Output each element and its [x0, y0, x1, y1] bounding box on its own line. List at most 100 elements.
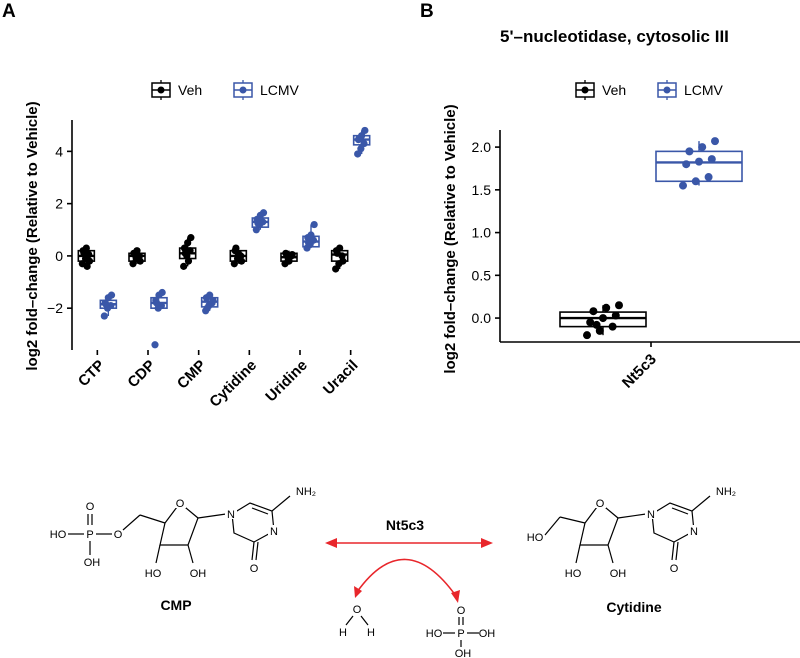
side-arrow-head-phosphate	[451, 590, 460, 603]
panel-a-lcmv-point	[360, 139, 368, 148]
side-arrow-curve	[356, 558, 457, 597]
cytidine-ribose-oh: OH	[610, 568, 627, 580]
panel-a-lcmv-point	[209, 296, 217, 304]
panel-a-lcmv-point	[361, 126, 369, 135]
panel-a-lcmv-point	[107, 291, 116, 299]
panel-b-lcmv-point	[704, 173, 713, 182]
panel-a-veh-point	[332, 265, 340, 273]
reaction-arrows: Nt5c3	[325, 517, 493, 603]
cmp-ring-oxygen: O	[176, 498, 185, 510]
enzyme-label: Nt5c3	[386, 517, 424, 533]
legend-label-veh: Veh	[178, 82, 202, 98]
panel-a-lcmv-point	[153, 299, 161, 307]
panel-a-y-tick-label: −2	[47, 300, 63, 316]
panel-a-y-tick-label: 4	[55, 143, 63, 159]
cmp-structure: O P HO O OH O HO OH N N	[50, 486, 316, 613]
cmp-phosphate-oh: OH	[84, 557, 101, 569]
legend-label-lcmv: LCMV	[684, 82, 724, 98]
panel-b-veh-point	[592, 320, 601, 329]
arrow-head-right	[481, 538, 493, 548]
panel-a-lcmv-point	[254, 219, 262, 227]
cytidine-name: Cytidine	[606, 599, 661, 615]
panel-a-veh-point	[288, 251, 296, 259]
legend-label-lcmv: LCMV	[260, 82, 300, 98]
panel-a-x-tick-label: Cytidine	[206, 357, 260, 411]
panel-a-lcmv-point	[158, 288, 166, 297]
legend-dot-lcmv	[239, 86, 247, 94]
water-h-left: H	[339, 627, 347, 639]
side-arrow-head-water	[354, 586, 362, 598]
panel-b-veh-point	[602, 303, 611, 312]
cmp-phosphate-oxygen-top: O	[86, 501, 95, 513]
panel-a-veh-point	[339, 257, 347, 265]
legend-item-veh: Veh	[151, 80, 202, 100]
panel-a-lcmv-point	[355, 134, 363, 142]
legend-dot-veh	[581, 86, 589, 94]
cmp-name: CMP	[160, 597, 191, 613]
reaction-scheme: O P HO O OH O HO OH N N	[50, 486, 736, 658]
legend-item-veh: Veh	[575, 80, 626, 100]
panel-a-x-tick-label: CTP	[75, 357, 108, 390]
panel-b-box-veh-box	[559, 311, 647, 328]
panel-a-lcmv-point	[100, 312, 108, 320]
panel-a-lcmv-point	[151, 341, 159, 349]
panel-b-lcmv-point	[711, 137, 719, 146]
legend-label-veh: Veh	[602, 82, 626, 98]
arrow-head-left	[325, 538, 337, 548]
legend-dot-veh	[157, 86, 165, 94]
cmp-n1: N	[227, 509, 235, 521]
panel-a-lcmv-point	[259, 209, 268, 217]
cmp-n3: N	[270, 526, 278, 538]
cytidine-ring-oxygen: O	[596, 498, 605, 510]
phosphate-phosphorus: P	[457, 628, 464, 640]
panel-a-legend: Veh LCMV	[151, 80, 300, 100]
phosphate-ho: HO	[426, 628, 443, 640]
cytidine-amine: NH₂	[716, 486, 736, 498]
panel-b-y-tick-label: 0.5	[472, 267, 492, 283]
panel-a-veh-point	[333, 249, 341, 257]
panel-a-veh-point	[129, 260, 137, 268]
panel-b-veh-point	[583, 331, 591, 340]
cytidine-structure: HO O HO OH N N O NH₂ Cytidine	[527, 486, 736, 615]
cmp-ribose-oh: OH	[190, 568, 207, 580]
water-oxygen: O	[353, 604, 362, 616]
water-h-right: H	[367, 627, 375, 639]
legend-item-lcmv: LCMV	[233, 80, 300, 100]
panel-b-lcmv-point	[679, 181, 687, 190]
panel-b-y-axis-label: log2 fold–change (Relative to Vehicle)	[442, 104, 459, 373]
panel-b-letter: B	[420, 1, 434, 22]
phosphate-oh-right: OH	[479, 628, 496, 640]
panel-b-veh-point	[586, 318, 595, 327]
cmp-phosphate-ho: HO	[50, 529, 67, 541]
panel-b-y-tick-label: 0.0	[472, 310, 492, 326]
panel-b-chart: Veh LCMV log2 fold–change (Relative to Ve…	[442, 80, 800, 392]
panel-a-veh-point	[184, 239, 192, 247]
panel-b-veh-point	[608, 322, 617, 331]
panel-a-letter: A	[2, 1, 16, 22]
panel-a-x-tick-label: Uracil	[320, 357, 362, 399]
phosphate-molecule: O P HO OH OH	[426, 605, 496, 658]
cmp-bridge-oxygen: O	[114, 529, 123, 541]
cytidine-ribose-ho: HO	[565, 568, 582, 580]
panel-a-lcmv-point	[102, 300, 110, 308]
panel-b-veh-point	[595, 326, 604, 335]
panel-a-veh-point	[237, 257, 246, 265]
panel-a-veh-point	[131, 251, 139, 259]
panel-a-veh-point	[187, 234, 195, 242]
panel-a-veh-point	[184, 257, 193, 265]
panel-b-lcmv-point	[691, 177, 700, 186]
panel-a-y-tick-label: 0	[55, 248, 63, 264]
panel-a-x-tick-label: CMP	[174, 357, 210, 393]
panel-b-legend: Veh LCMV	[575, 80, 724, 100]
panel-a-veh-point	[232, 244, 240, 252]
panel-a-veh-point	[285, 257, 293, 265]
panel-b-lcmv-point	[695, 157, 703, 166]
panel-b-lcmv-point	[685, 147, 694, 156]
panel-a-veh-point	[136, 257, 144, 265]
panel-a-lcmv-point	[252, 226, 260, 234]
panel-a-lcmv-point	[357, 145, 365, 153]
cytidine-n3: N	[690, 526, 698, 538]
panel-a-veh-point	[230, 260, 238, 268]
